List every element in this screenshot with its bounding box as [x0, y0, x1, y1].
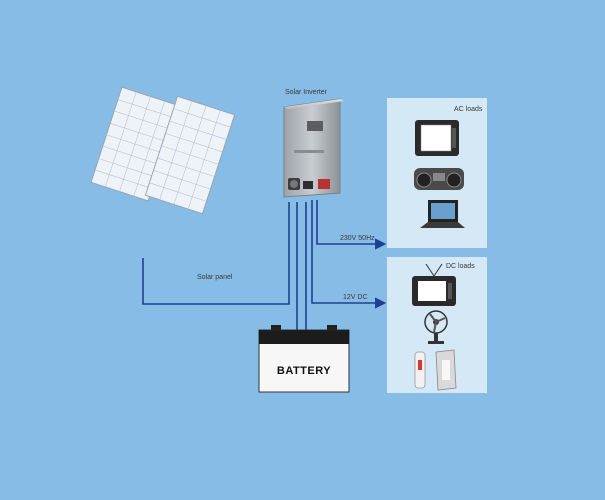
ac-output-label: 230V 50Hz [340, 235, 375, 242]
battery-label: BATTERY [277, 365, 331, 377]
panel-wire [142, 202, 290, 305]
tv-icon [415, 120, 459, 156]
ac-loads-panel [387, 98, 487, 248]
dc-output-wire [311, 200, 387, 309]
solar-panel-label: Solar panel [197, 274, 233, 281]
dc-loads-label: DC loads [446, 263, 475, 270]
light-bulb-icon [414, 351, 426, 389]
solar-inverter [283, 98, 344, 198]
wires [142, 200, 387, 330]
radio-icon [414, 168, 464, 190]
battery: BATTERY [258, 325, 350, 393]
ac-output-wire [316, 200, 387, 250]
dc-loads-panel [387, 257, 487, 393]
laptop-icon [420, 200, 465, 228]
ac-loads-label: AC loads [454, 106, 483, 113]
dc-output-label: 12V DC [343, 294, 368, 301]
fan-icon [424, 310, 448, 344]
lamp-icon [435, 349, 457, 391]
solar-panel [90, 86, 236, 215]
small-tv-icon [412, 263, 456, 306]
inverter-label: Solar Inverter [285, 89, 328, 96]
